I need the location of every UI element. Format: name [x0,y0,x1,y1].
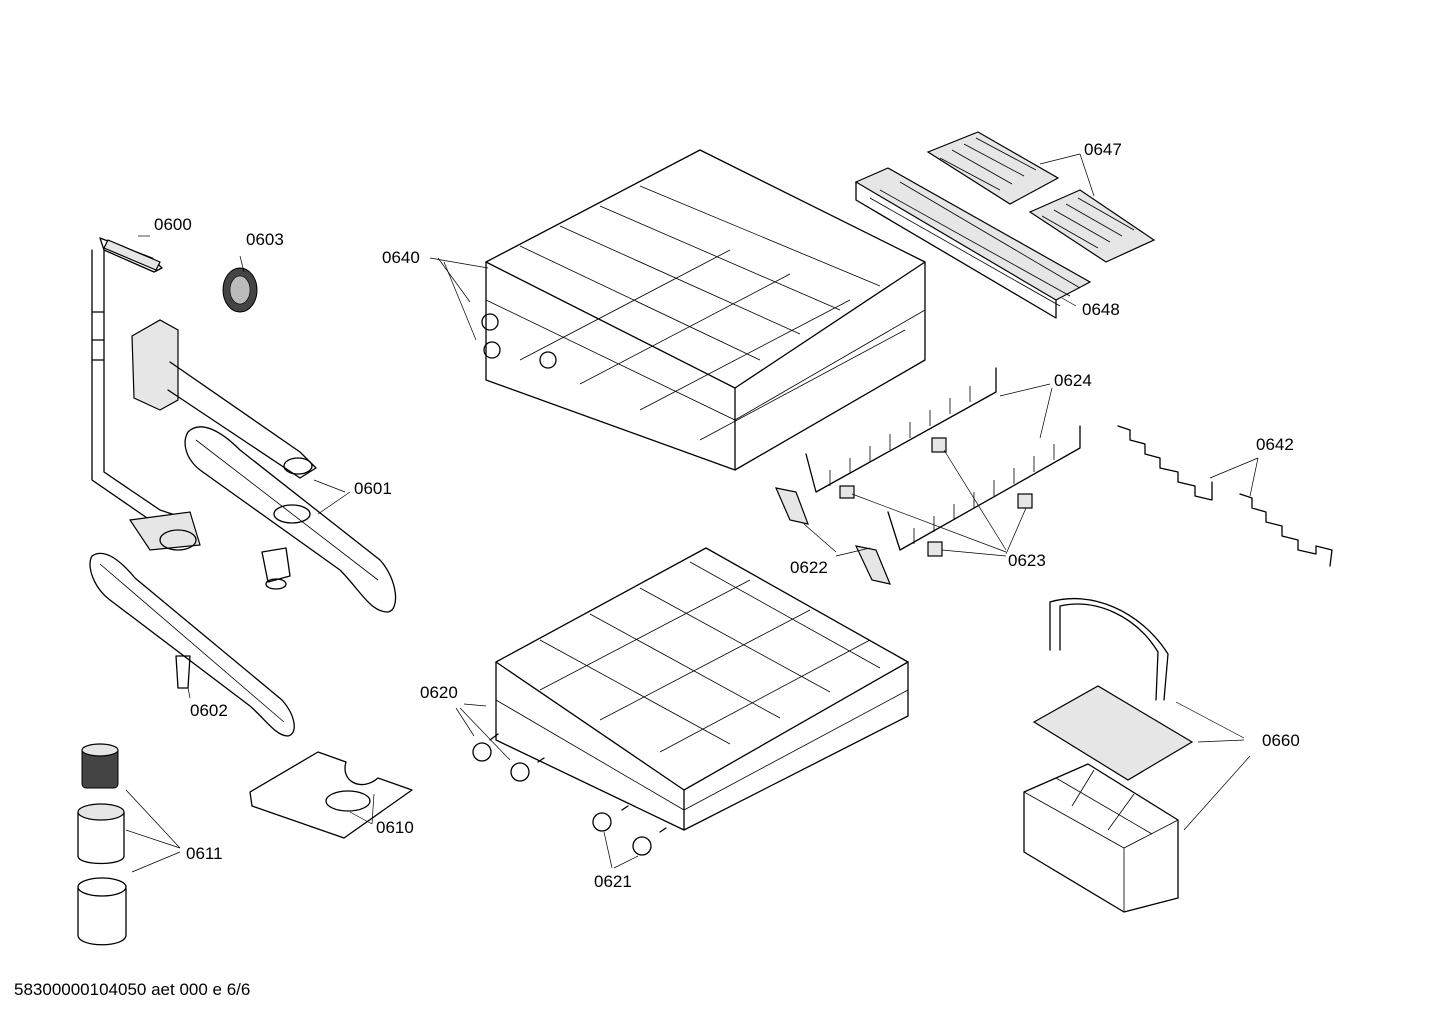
label-0610: 0610 [376,818,414,837]
part-0623-holders [839,437,1033,557]
label-0660: 0660 [1262,731,1300,750]
label-0624: 0624 [1054,371,1092,390]
part-0603-disc [222,267,258,313]
label-0621: 0621 [594,872,632,891]
part-0622-clips [774,487,891,585]
part-labels: 0600 0603 0601 0602 0610 0611 0640 0647 … [154,140,1300,891]
document-code: 58300000104050 aet 000 e 6/6 [14,980,251,999]
label-0603: 0603 [246,230,284,249]
label-0642: 0642 [1256,435,1294,454]
part-0660-cutlery-basket [1023,598,1194,913]
part-0640-upper-basket [481,149,926,471]
part-0611-filters [77,743,127,946]
label-0640: 0640 [382,248,420,267]
label-0647: 0647 [1084,140,1122,159]
label-0623: 0623 [1008,551,1046,570]
leader-lines [125,153,1259,873]
label-0600: 0600 [154,215,192,234]
part-0648-tray [854,167,1092,319]
label-0648: 0648 [1082,300,1120,319]
label-0601: 0601 [354,479,392,498]
part-0600-arm-extension [131,319,317,479]
label-0620: 0620 [420,683,458,702]
part-0620-0621-wheels [472,733,667,856]
part-0642-strips [1117,425,1333,567]
part-0620-lower-basket [495,547,909,831]
part-0600-supply-pipe [91,237,201,551]
part-0601-spray-arm [184,426,397,613]
label-0611: 0611 [186,844,223,863]
label-0622: 0622 [790,558,828,577]
part-0624-tine-rows [805,367,1081,551]
label-0602: 0602 [190,701,228,720]
part-0647-racks [926,131,1156,263]
part-0610-filter-plate [249,751,413,839]
